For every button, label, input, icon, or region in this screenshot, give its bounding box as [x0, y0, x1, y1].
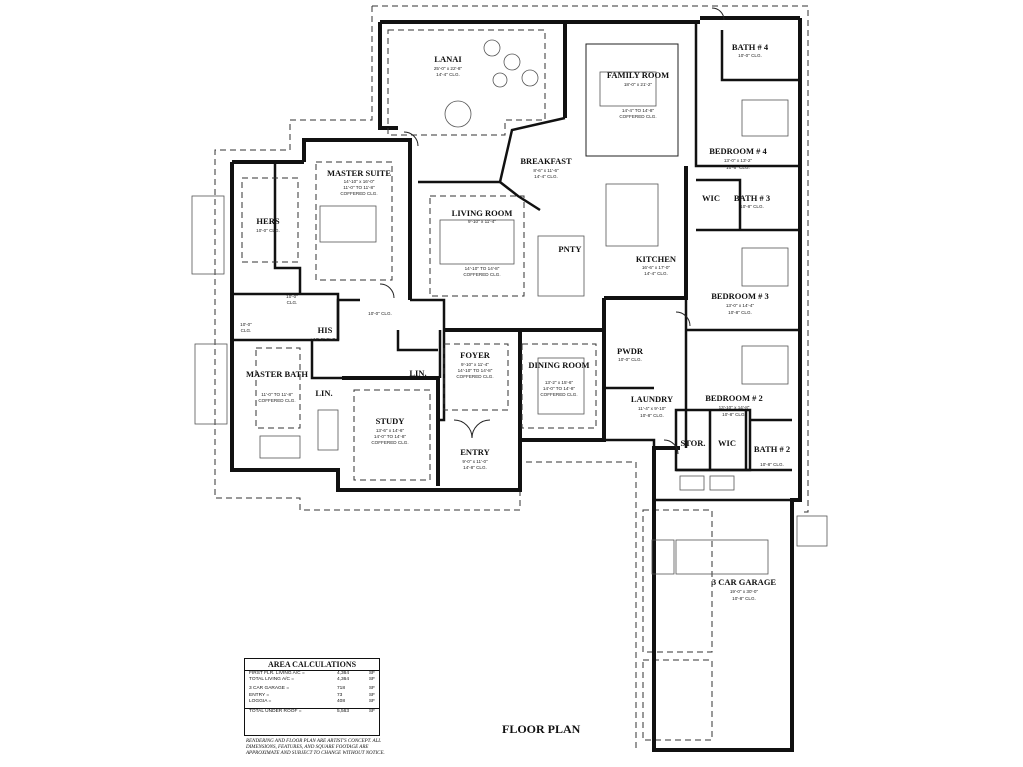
room-label-bedroom-4: BEDROOM # 4	[709, 146, 767, 156]
svg-text:13'-0" x 14'-4": 13'-0" x 14'-4"	[726, 303, 755, 308]
svg-text:10'-0": 10'-0"	[240, 322, 252, 327]
svg-text:10'-8" CLG.: 10'-8" CLG.	[640, 413, 664, 418]
roof-outline	[214, 5, 809, 752]
room-label-wic-lower: WIC	[718, 438, 736, 448]
room-label-wic-upper: WIC	[702, 193, 720, 203]
svg-text:10'-0" CLG.: 10'-0" CLG.	[618, 357, 642, 362]
plan-title: FLOOR PLAN	[502, 722, 581, 736]
room-label-bedroom-3: BEDROOM # 3	[711, 291, 769, 301]
svg-text:8'-6" x 11'-6": 8'-6" x 11'-6"	[533, 168, 559, 173]
svg-text:14'-10" x 16'-0": 14'-10" x 16'-0"	[344, 179, 375, 184]
room-label-bath-3: BATH # 3	[734, 193, 770, 203]
room-label-entry: ENTRY	[460, 447, 489, 457]
room-label-bath-2: BATH # 2	[754, 444, 790, 454]
svg-text:11'-0" TO 11'-8": 11'-0" TO 11'-8"	[343, 185, 375, 190]
room-labels: LANAI 25'-0" x 22'-8" 14'-4" CLG. FAMILY…	[240, 42, 790, 601]
room-label-his: HIS	[318, 325, 333, 335]
svg-text:10'-0" CLG.: 10'-0" CLG.	[313, 337, 337, 342]
svg-text:14'-4" CLG.: 14'-4" CLG.	[644, 271, 668, 276]
svg-text:14'-10" TO 14'-8": 14'-10" TO 14'-8"	[458, 368, 493, 373]
svg-text:10'-0": 10'-0"	[286, 294, 298, 299]
room-label-lin-1: LIN.	[315, 388, 332, 398]
svg-text:9'-10" x 11'-4": 9'-10" x 11'-4"	[461, 362, 489, 367]
svg-text:13'-2" x 15'-6": 13'-2" x 15'-6"	[545, 380, 574, 385]
room-label-dining-room: DINING ROOM	[528, 360, 589, 370]
svg-text:COFFERED CLG.: COFFERED CLG.	[340, 191, 377, 196]
room-label-laundry: LAUNDRY	[631, 394, 673, 404]
room-label-lanai: LANAI	[434, 54, 462, 64]
svg-text:13'-0" x 13'-2": 13'-0" x 13'-2"	[724, 158, 753, 163]
room-label-foyer: FOYER	[460, 350, 491, 360]
room-label-family-room: FAMILY ROOM	[607, 70, 669, 80]
svg-text:10'-8" CLG.: 10'-8" CLG.	[722, 412, 746, 417]
svg-text:COFFERED CLG.: COFFERED CLG.	[619, 114, 656, 119]
svg-text:18'-0" x 21'-2": 18'-0" x 21'-2"	[624, 82, 653, 87]
svg-text:14'-4" CLG.: 14'-4" CLG.	[534, 174, 558, 179]
room-label-study: STUDY	[376, 416, 405, 426]
svg-text:14'-4" TO 14'-8": 14'-4" TO 14'-8"	[622, 108, 655, 113]
furniture	[191, 39, 828, 575]
room-label-garage: 3 CAR GARAGE	[712, 577, 777, 587]
svg-text:COFFERED CLG.: COFFERED CLG.	[540, 392, 577, 397]
svg-text:14'-10" TO 14'-8": 14'-10" TO 14'-8"	[465, 266, 500, 271]
room-label-hers: HERS	[256, 216, 279, 226]
svg-text:16'-6" x 17'-0": 16'-6" x 17'-0"	[642, 265, 671, 270]
svg-text:CLG.: CLG.	[241, 328, 252, 333]
svg-text:19'-0" x 30'-0": 19'-0" x 30'-0"	[730, 589, 759, 594]
svg-text:9'-0" x 11'-0": 9'-0" x 11'-0"	[462, 459, 488, 464]
room-label-storage: STOR.	[680, 438, 705, 448]
room-label-master-bath: MASTER BATH	[246, 369, 308, 379]
area-calculations-title: AREA CALCULATIONS	[245, 659, 379, 671]
svg-text:COFFERED CLG.: COFFERED CLG.	[371, 440, 408, 445]
svg-text:13'-10" x 14'-8": 13'-10" x 14'-8"	[719, 405, 750, 410]
svg-text:10'-8" CLG.: 10'-8" CLG.	[732, 596, 756, 601]
doors	[379, 7, 725, 455]
room-label-bedroom-2: BEDROOM # 2	[705, 393, 763, 403]
svg-text:14'-0" TO 14'-8": 14'-0" TO 14'-8"	[543, 386, 576, 391]
room-label-pantry: PNTY	[558, 244, 581, 254]
svg-text:11'-0" TO 11'-8": 11'-0" TO 11'-8"	[261, 392, 293, 397]
walls	[230, 16, 802, 752]
svg-text:11'-4" x 9'-10": 11'-4" x 9'-10"	[638, 406, 666, 411]
room-label-powder: PWDR	[617, 346, 644, 356]
room-label-bath-4: BATH # 4	[732, 42, 769, 52]
svg-text:10'-8" CLG.: 10'-8" CLG.	[726, 165, 750, 170]
svg-text:COFFERED CLG.: COFFERED CLG.	[463, 272, 500, 277]
area-calculations-table: AREA CALCULATIONS FIRST FLR. LIVING A/C …	[244, 658, 380, 736]
svg-text:25'-0" x 22'-8": 25'-0" x 22'-8"	[434, 66, 463, 71]
svg-text:CLG.: CLG.	[287, 300, 298, 305]
svg-text:10'-8" CLG.: 10'-8" CLG.	[728, 310, 752, 315]
svg-text:10'-0" CLG.: 10'-0" CLG.	[368, 311, 392, 316]
svg-text:14'-8" CLG.: 14'-8" CLG.	[463, 465, 487, 470]
svg-text:10'-8" CLG.: 10'-8" CLG.	[760, 462, 784, 467]
coffered-ceilings	[241, 29, 679, 481]
svg-text:COFFERED CLG.: COFFERED CLG.	[258, 398, 295, 403]
svg-text:COFFERED CLG.: COFFERED CLG.	[456, 374, 493, 379]
svg-text:10'-0" CLG.: 10'-0" CLG.	[256, 228, 280, 233]
room-label-living-room: LIVING ROOM	[452, 208, 513, 218]
svg-text:10'-0" CLG.: 10'-0" CLG.	[738, 53, 762, 58]
room-label-kitchen: KITCHEN	[636, 254, 677, 264]
svg-text:9'-10" x 11'-4": 9'-10" x 11'-4"	[468, 219, 496, 224]
svg-text:14'-4" CLG.: 14'-4" CLG.	[436, 72, 460, 77]
disclaimer-text: RENDERING AND FLOOR PLAN ARE ARTIST'S CO…	[246, 739, 385, 756]
svg-text:14'-0" TO 14'-8": 14'-0" TO 14'-8"	[374, 434, 407, 439]
svg-text:13'-6" x 14'-6": 13'-6" x 14'-6"	[376, 428, 405, 433]
room-label-breakfast: BREAKFAST	[520, 156, 572, 166]
room-label-master-suite: MASTER SUITE	[327, 168, 391, 178]
room-label-lin-2: LIN.	[409, 368, 426, 378]
svg-text:10'-8" CLG.: 10'-8" CLG.	[740, 204, 764, 209]
